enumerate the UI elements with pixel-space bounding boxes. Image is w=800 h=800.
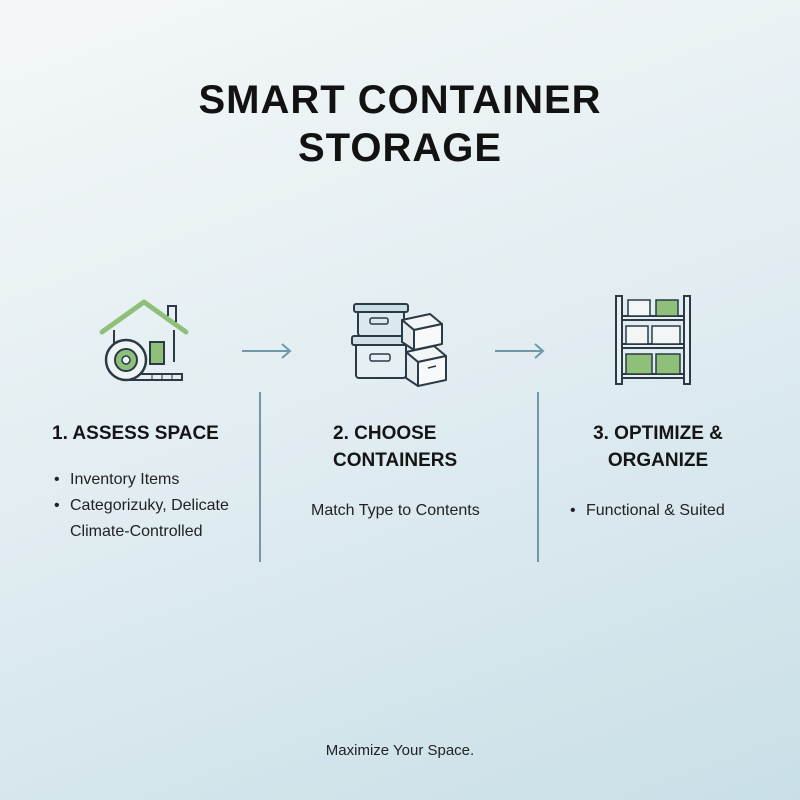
footer-tagline: Maximize Your Space. (325, 742, 475, 759)
step-2-description: Match Type to Contents (311, 502, 480, 519)
step-2-title: 2. CHOOSE CONTAINERS (333, 423, 458, 471)
column-divider-2 (537, 392, 539, 562)
stacked-containers-icon (351, 303, 447, 387)
title-line-1: SMART CONTAINER (198, 78, 602, 122)
step-3-bullet-list: Functional & Suited (570, 498, 770, 524)
list-item: Functional & Suited (570, 498, 770, 524)
list-item: Inventory Items (54, 467, 259, 493)
storage-shelf-icon (615, 295, 691, 385)
title-line-2: STORAGE (297, 126, 503, 170)
step-1-title: 1. ASSESS SPACE (52, 423, 219, 444)
step-1-bullet-list: Inventory Items Categorizuky, Delicate C… (54, 467, 259, 545)
arrow-right-icon (495, 343, 545, 359)
column-divider-1 (259, 392, 261, 562)
list-item: Categorizuky, Delicate Climate-Controlle… (54, 493, 259, 545)
step-3-title: 3. OPTIMIZE & ORGANIZE (593, 423, 723, 471)
arrow-right-icon (242, 343, 292, 359)
page-title: SMART CONTAINER STORAGE (0, 76, 800, 172)
house-tape-measure-icon (99, 299, 189, 382)
